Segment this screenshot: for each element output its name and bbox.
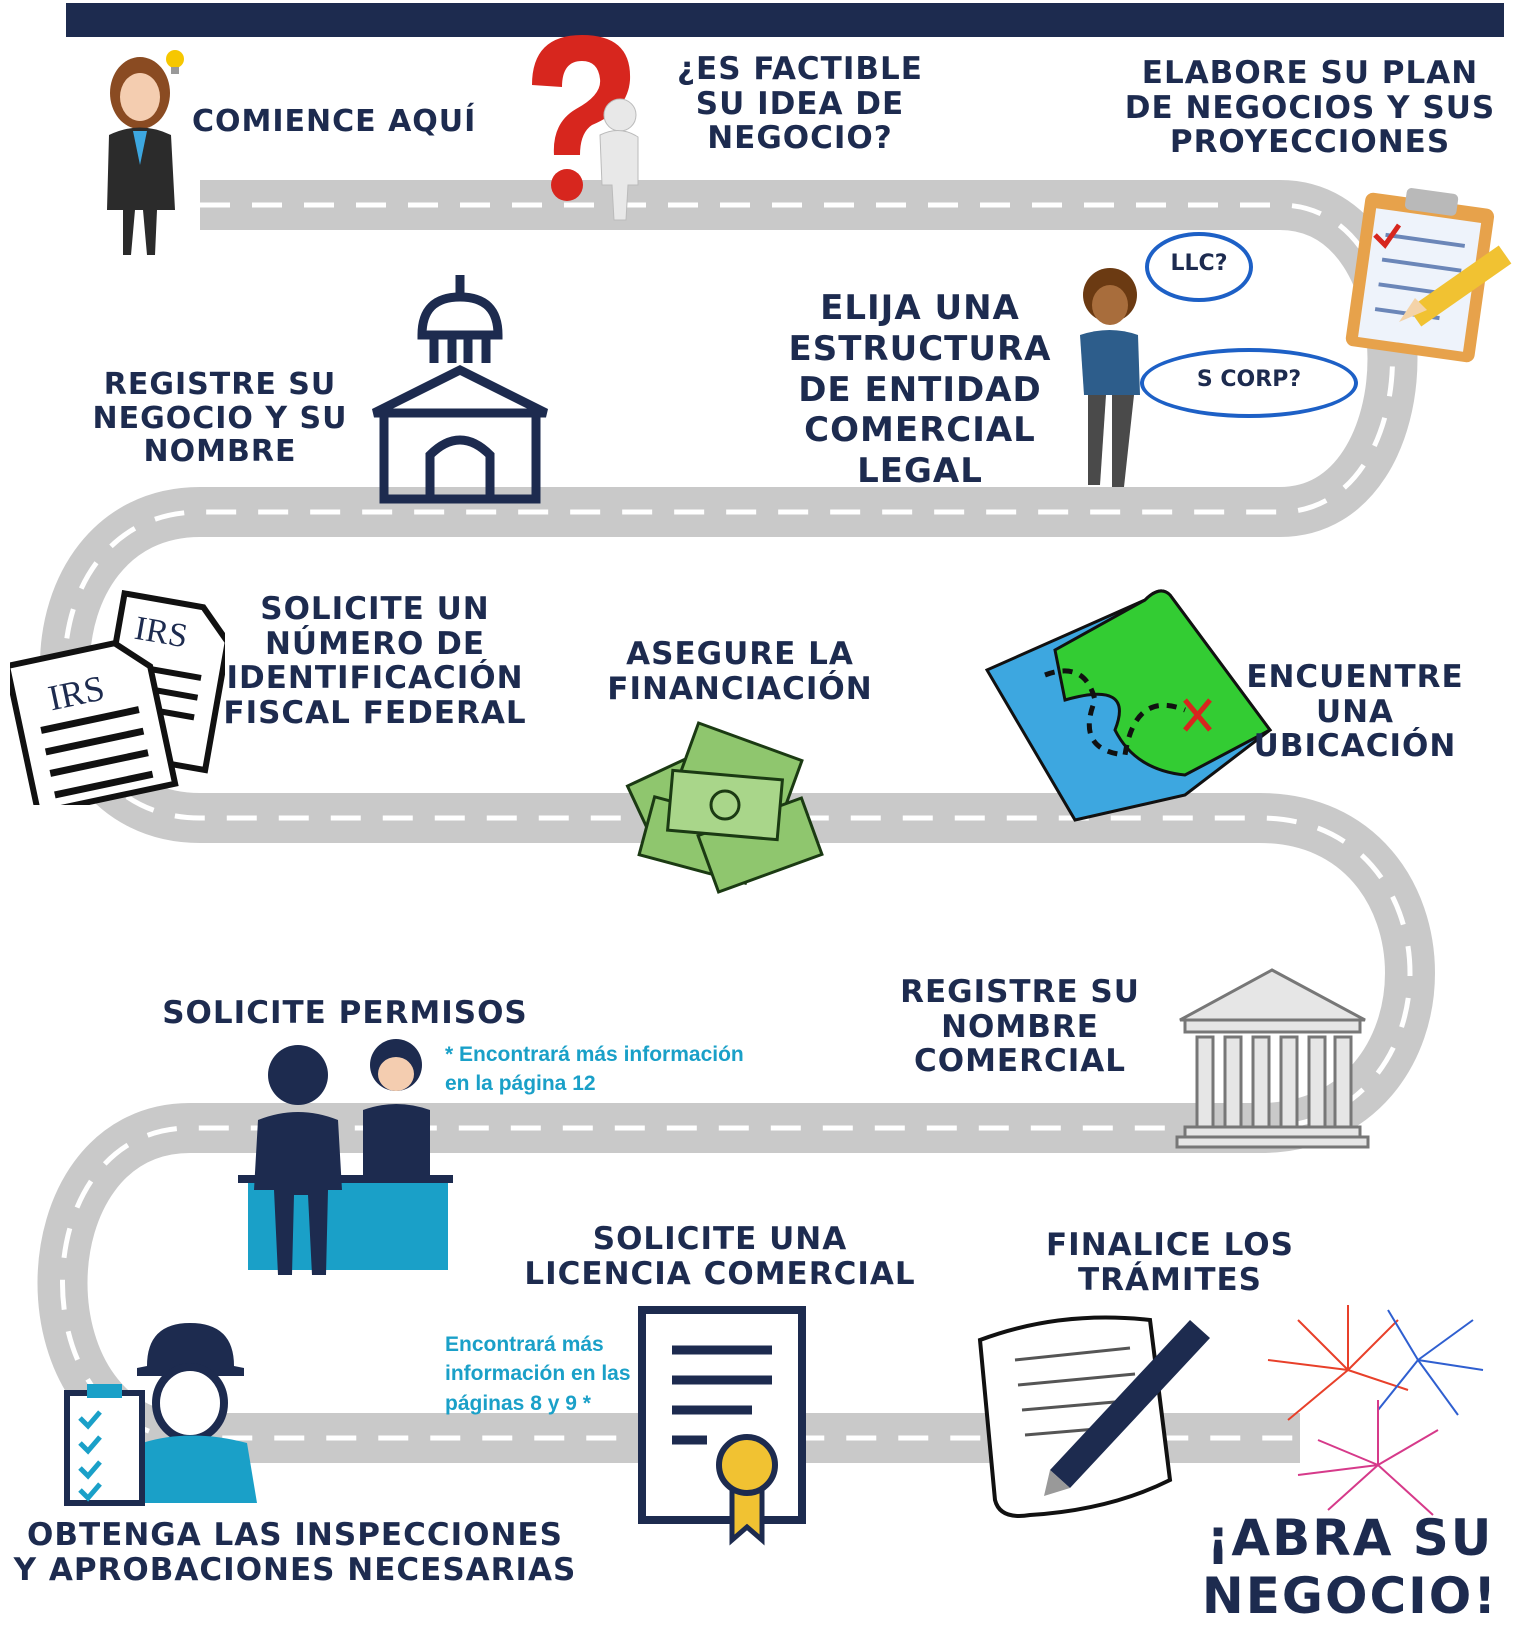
government-building-icon: [371, 275, 549, 504]
step-open: ¡ABRA SU NEGOCIO!: [1201, 1509, 1499, 1625]
step-register: REGISTRE SU NEGOCIO Y SU NOMBRE: [92, 367, 348, 470]
business-license-icon: [638, 1306, 806, 1546]
step-paperwork: FINALICE LOS TRÁMITES: [1046, 1227, 1294, 1298]
courthouse-icon: [1175, 968, 1370, 1149]
thinking-man-icon: [1080, 268, 1140, 487]
note-license: Encontrará más información en las página…: [445, 1333, 631, 1415]
question-mark-icon: [532, 35, 639, 221]
step-financing: ASEGURE LA FINANCIACIÓN: [607, 636, 873, 707]
llc-bubble: LLC?: [1145, 232, 1253, 302]
fireworks-icon: [1267, 1305, 1484, 1516]
permit-counter-icon: [238, 1039, 453, 1275]
step-location: ENCUENTRE UNA UBICACIÓN: [1246, 659, 1464, 765]
step-permits: SOLICITE PERMISOS: [162, 995, 528, 1031]
llc-bubble-text: LLC?: [1170, 251, 1228, 276]
businesswoman-icon: [107, 50, 184, 255]
scorp-bubble-text: S CORP?: [1196, 367, 1302, 392]
scorp-bubble: S CORP?: [1140, 348, 1358, 418]
treasure-map-icon: [985, 589, 1273, 822]
money-icon: [625, 721, 824, 894]
paperwork-pen-icon: [977, 1315, 1210, 1518]
note-permits: * Encontrará más información en la págin…: [445, 1043, 744, 1096]
step-license: SOLICITE UNA LICENCIA COMERCIAL: [524, 1221, 916, 1292]
irs-documents-icon: IRS IRS: [10, 590, 225, 805]
step-entity: ELIJA UNA ESTRUCTURA DE ENTIDAD COMERCIA…: [788, 288, 1052, 492]
step-feasible: ¿ES FACTIBLE SU IDEA DE NEGOCIO?: [677, 51, 923, 157]
step-start: COMIENCE AQUÍ: [192, 104, 477, 139]
irs-doc-2-text: IRS: [132, 610, 191, 656]
step-plan: ELABORE SU PLAN DE NEGOCIOS Y SUS PROYEC…: [1124, 55, 1496, 161]
clipboard-plan-icon: [1345, 188, 1512, 363]
top-bar: [66, 3, 1504, 37]
step-trade-name: REGISTRE SU NOMBRE COMERCIAL: [900, 974, 1140, 1080]
inspector-checklist-icon: [64, 1323, 257, 1506]
step-inspections: OBTENGA LAS INSPECCIONES Y APROBACIONES …: [13, 1517, 577, 1588]
step-ein: SOLICITE UN NÚMERO DE IDENTIFICACIÓN FIS…: [223, 591, 527, 732]
